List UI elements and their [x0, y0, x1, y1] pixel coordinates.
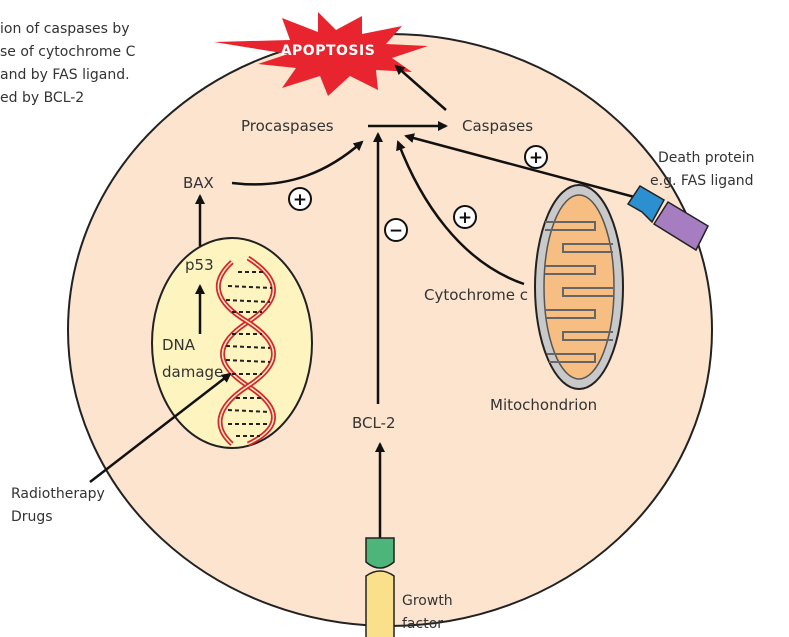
growth-receptor: [366, 538, 394, 568]
bcl2-label: BCL-2: [352, 414, 396, 432]
caption-line-1: ion of caspases by: [0, 21, 130, 37]
caption-line-2: se of cytochrome C: [0, 44, 136, 60]
dna-label: DNA: [162, 336, 196, 354]
caption-line-3: and by FAS ligand.: [0, 67, 130, 83]
caption-line-4: ed by BCL-2: [0, 90, 84, 106]
cytochrome-label: Cytochrome c: [424, 286, 528, 304]
procaspases-label: Procaspases: [241, 117, 334, 135]
factor-label: factor: [402, 616, 443, 632]
plus-sign-death: +: [529, 148, 543, 168]
damage-label: damage: [162, 363, 223, 381]
growth-ligand: [366, 571, 394, 637]
radiotherapy-label: Radiotherapy: [11, 486, 105, 502]
death-ligand-label: e.g. FAS ligand: [650, 173, 754, 189]
drugs-label: Drugs: [11, 509, 53, 525]
apoptosis-label: APOPTOSIS: [281, 43, 376, 59]
minus-sign-bcl2: −: [389, 221, 403, 241]
caspases-label: Caspases: [462, 117, 533, 135]
death-protein-label: Death protein: [658, 150, 755, 166]
growth-label: Growth: [402, 593, 453, 609]
bax-label: BAX: [183, 174, 214, 192]
plus-sign-cytochrome: +: [458, 208, 472, 228]
p53-label: p53: [185, 256, 214, 274]
mitochondrion: [535, 185, 623, 389]
plus-sign-bax: +: [293, 190, 307, 210]
mitochondrion-label: Mitochondrion: [490, 396, 597, 414]
